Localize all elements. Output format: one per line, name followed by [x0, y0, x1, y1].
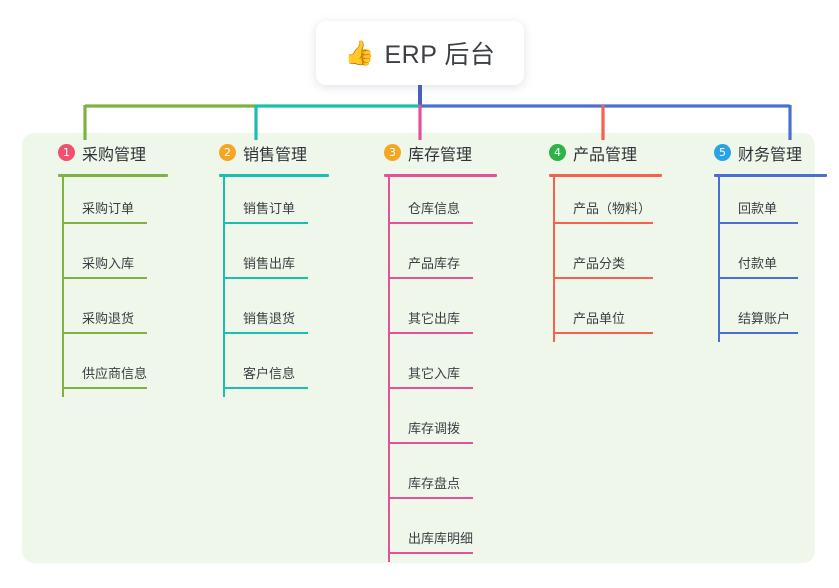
- branch-item-rule: [388, 442, 473, 444]
- branch-spine: [553, 177, 555, 342]
- branch-item-label: 结算账户: [738, 311, 791, 326]
- branch-item-label: 产品分类: [573, 256, 626, 271]
- branch-item-label: 采购入库: [82, 256, 135, 271]
- branch-header-2[interactable]: 2 销售管理: [197, 140, 307, 166]
- branch-item-label: 其它出库: [408, 311, 461, 326]
- branch-column-5: 5 财务管理回款单付款单结算账户: [692, 140, 827, 342]
- root-node-title: ERP 后台: [384, 41, 496, 69]
- branch-title: 库存管理: [408, 147, 473, 164]
- branch-column-4: 4 产品管理产品（物料） 产品分类产品单位: [527, 140, 662, 342]
- branch-item-rule: [388, 332, 473, 334]
- branch-column-1: 1 采购管理采购订单采购入库采购退货供应商信息: [36, 140, 168, 397]
- branch-item-label: 销售订单: [243, 201, 296, 216]
- branch-item-label: 回款单: [738, 201, 778, 216]
- branch-item-label: 付款单: [738, 256, 778, 271]
- branch-item-rule: [223, 222, 308, 224]
- branch-item-rule: [223, 277, 308, 279]
- branch-item-rule: [388, 277, 473, 279]
- branch-item-label: 销售退货: [243, 311, 296, 326]
- branch-header-4[interactable]: 4 产品管理: [527, 140, 637, 166]
- branch-item-label: 库存调拨: [408, 421, 461, 436]
- branch-spine: [388, 177, 390, 562]
- branch-item-label: 采购退货: [82, 311, 135, 326]
- branch-header-rule: [384, 174, 497, 177]
- branch-item-rule: [553, 222, 653, 224]
- branch-title: 财务管理: [738, 147, 803, 164]
- branch-spine: [718, 177, 720, 342]
- branch-item-label: 客户信息: [243, 366, 296, 381]
- branch-item-rule: [718, 277, 798, 279]
- branch-item-label: 供应商信息: [82, 366, 148, 381]
- branch-column-2: 2 销售管理销售订单销售出库销售退货客户信息: [197, 140, 329, 397]
- branch-spine: [62, 177, 64, 397]
- branch-item-rule: [553, 277, 653, 279]
- branch-header-5[interactable]: 5 财务管理: [692, 140, 802, 166]
- root-node-card[interactable]: 👍 ERP 后台: [316, 21, 524, 85]
- branch-item-rule: [718, 222, 798, 224]
- branch-number-badge: 1: [58, 144, 75, 161]
- branch-title: 采购管理: [82, 147, 147, 164]
- thumbs-up-icon: 👍: [344, 40, 375, 67]
- branch-item-rule: [223, 387, 308, 389]
- branch-item-rule: [62, 277, 147, 279]
- branch-header-1[interactable]: 1 采购管理: [36, 140, 146, 166]
- branch-item-rule: [388, 222, 473, 224]
- branch-item-rule: [62, 222, 147, 224]
- branch-header-3[interactable]: 3 库存管理: [362, 140, 472, 166]
- branch-item-rule: [718, 332, 798, 334]
- branch-item-rule: [388, 387, 473, 389]
- branch-title: 销售管理: [243, 147, 308, 164]
- branch-header-rule: [549, 174, 662, 177]
- branch-item-rule: [388, 497, 473, 499]
- branch-number-badge: 3: [384, 144, 401, 161]
- branch-number-badge: 4: [549, 144, 566, 161]
- branch-header-rule: [219, 174, 329, 177]
- branch-item-label: 产品单位: [573, 311, 626, 326]
- branch-spine: [223, 177, 225, 397]
- diagram-background-panel: [22, 133, 815, 563]
- branch-item-label: 仓库信息: [408, 201, 461, 216]
- branch-item-rule: [388, 552, 473, 554]
- branch-header-rule: [714, 174, 827, 177]
- branch-item-rule: [62, 332, 147, 334]
- branch-item-rule: [553, 332, 653, 334]
- branch-title: 产品管理: [573, 147, 638, 164]
- branch-item-label: 销售出库: [243, 256, 296, 271]
- branch-number-badge: 2: [219, 144, 236, 161]
- branch-number-badge: 5: [714, 144, 731, 161]
- branch-item-rule: [223, 332, 308, 334]
- branch-item-label: 产品库存: [408, 256, 461, 271]
- branch-item-label: 其它入库: [408, 366, 461, 381]
- branch-item-rule: [62, 387, 147, 389]
- branch-item-label: 出库库明细: [408, 531, 474, 546]
- branch-header-rule: [58, 174, 168, 177]
- branch-column-3: 3 库存管理仓库信息产品库存其它出库其它入库库存调拨库存盘点出库库明细: [362, 140, 497, 562]
- branch-item-label: 产品（物料）: [573, 201, 652, 216]
- branch-item-label: 采购订单: [82, 201, 135, 216]
- branch-item-label: 库存盘点: [408, 476, 461, 491]
